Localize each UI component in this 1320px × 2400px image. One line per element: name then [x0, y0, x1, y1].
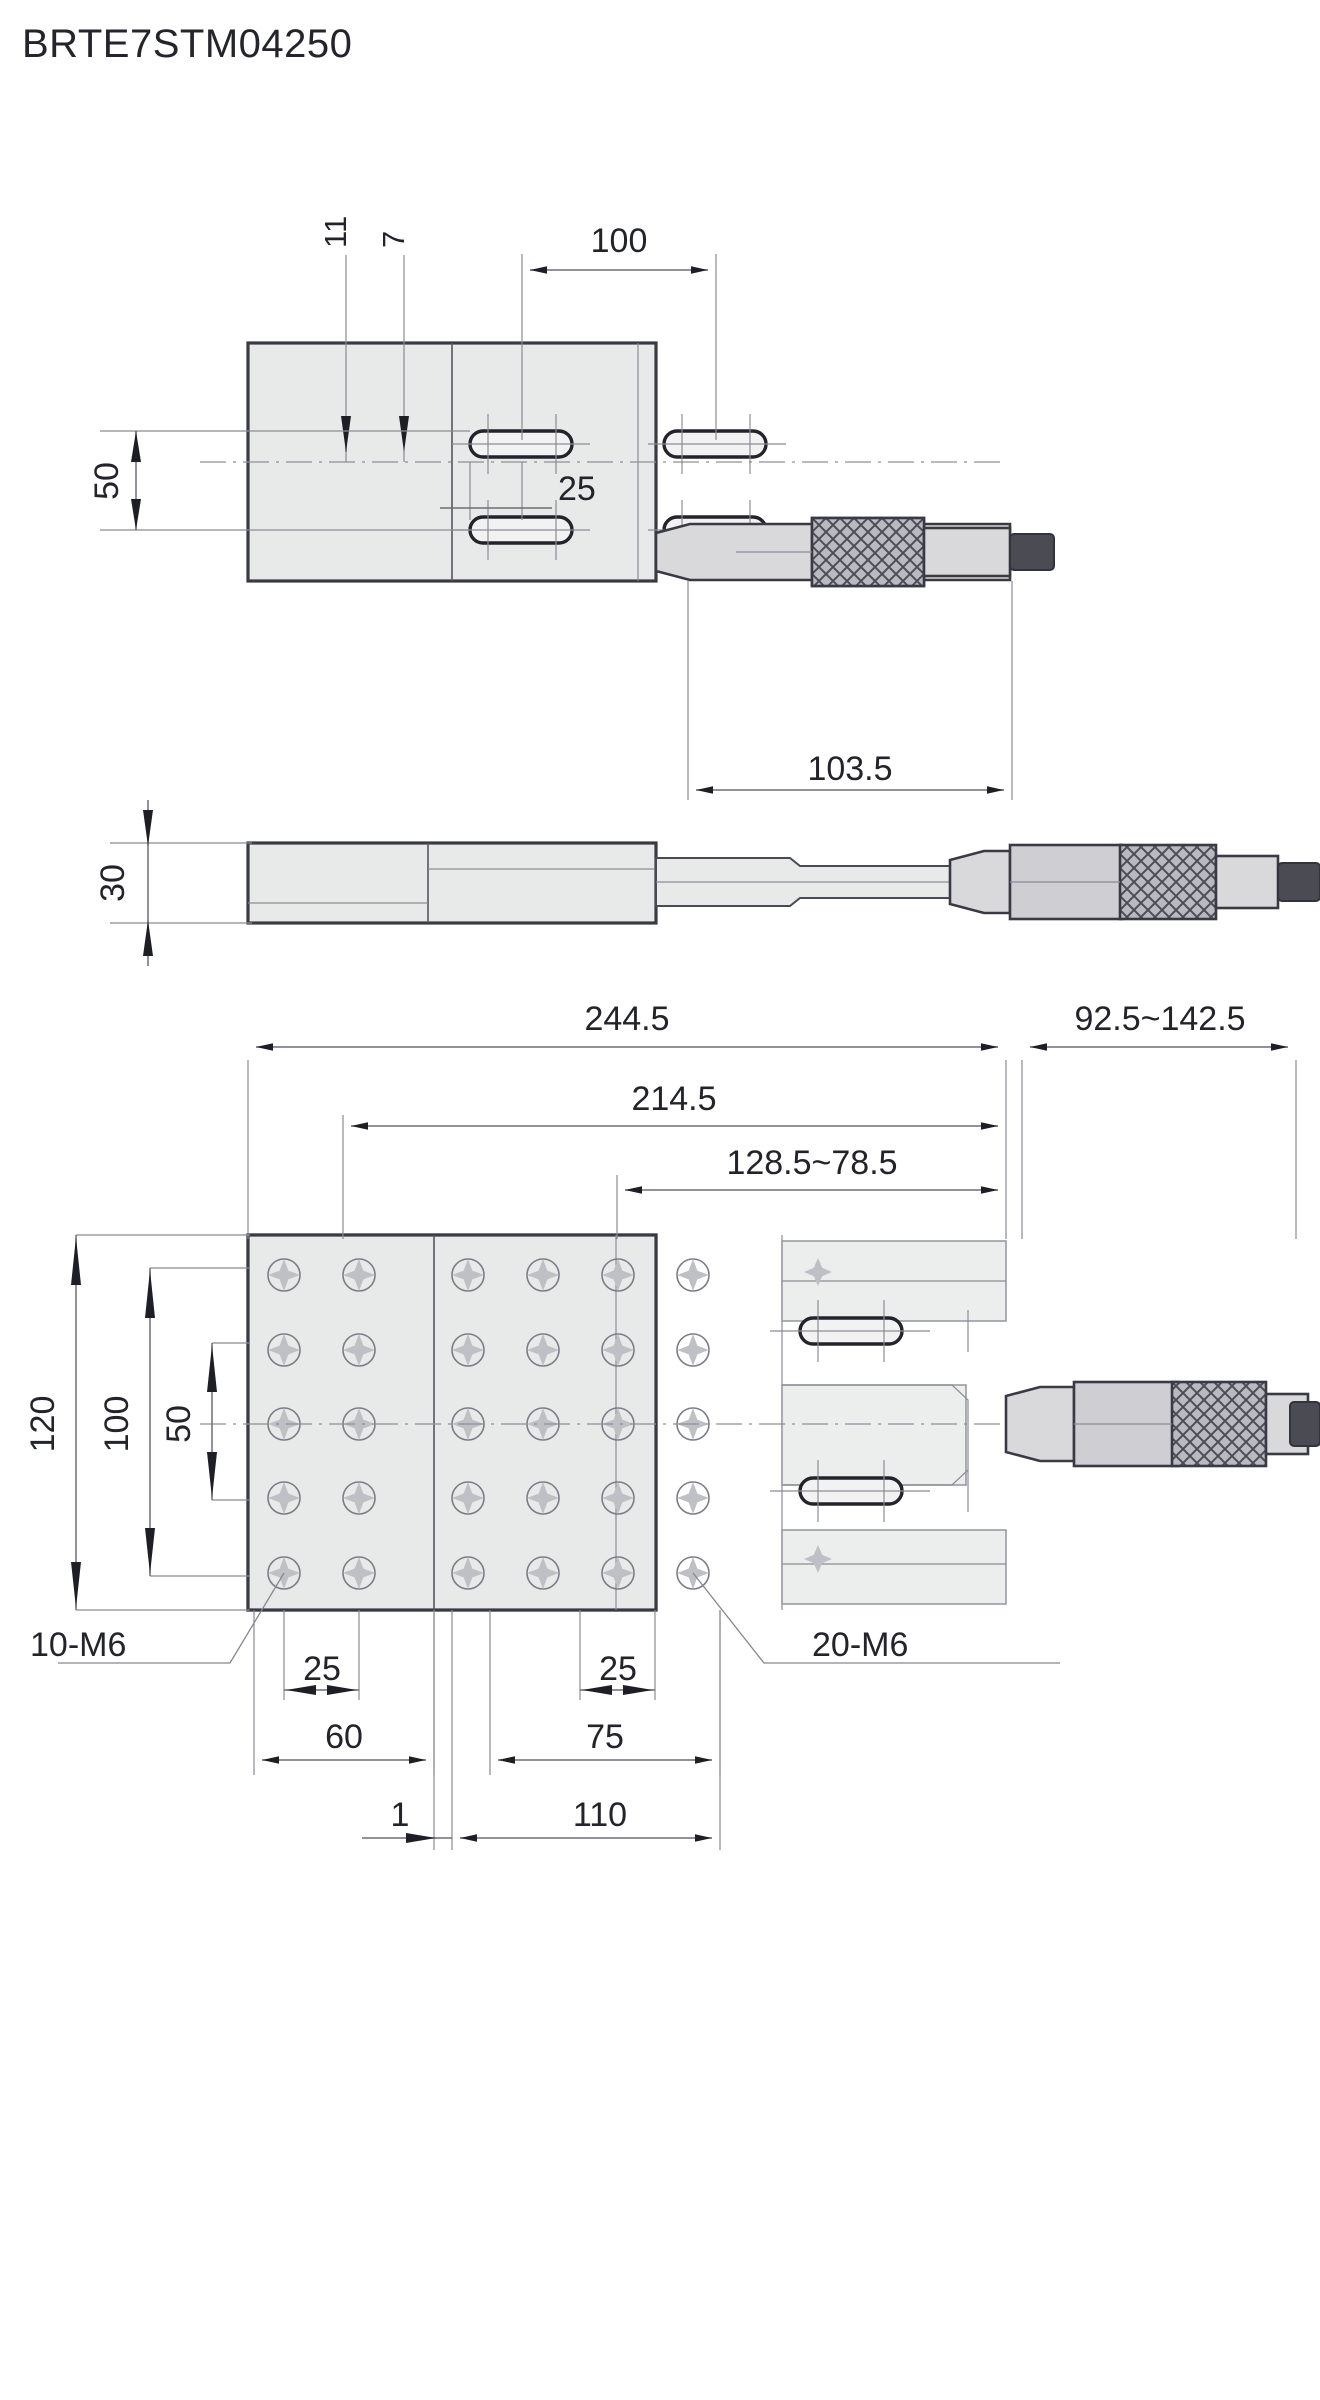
- dimension-244-5: 244.5: [247, 1000, 1007, 1239]
- dimension-25-top: 25: [440, 462, 596, 520]
- dimension-label-50-top: 50: [88, 462, 126, 500]
- dimension-7: 7: [376, 231, 411, 462]
- tap-hole: [526, 1258, 560, 1292]
- tap-hole: [267, 1258, 301, 1292]
- tap-hole: [526, 1407, 560, 1441]
- micrometer-tip: [1009, 533, 1055, 571]
- dimension-103-5: 103.5: [687, 581, 1013, 800]
- dimension-214-5: 214.5: [342, 1080, 998, 1239]
- tap-hole: [676, 1333, 710, 1367]
- tap-hole: [526, 1481, 560, 1515]
- tap-hole: [526, 1333, 560, 1367]
- dimension-30: 30: [94, 800, 252, 966]
- dimension-label-92-5-142-5: 92.5~142.5: [1074, 1000, 1245, 1038]
- tap-hole: [342, 1481, 376, 1515]
- dimension-label-30: 30: [94, 864, 132, 902]
- dimension-128-5-78-5: 128.5~78.5: [616, 1144, 998, 1239]
- dimension-label-20-M6: 20-M6: [812, 1626, 908, 1664]
- side-view-micrometer-head: [948, 843, 1320, 921]
- dimension-label-60: 60: [325, 1718, 363, 1756]
- dimension-label-100-bottom: 100: [98, 1396, 136, 1453]
- callout-10-M6: 10-M6: [30, 1572, 285, 1664]
- dimension-label-1: 1: [391, 1796, 410, 1834]
- dimension-label-100-top: 100: [591, 222, 648, 260]
- tapped-hole-grid: [267, 1258, 710, 1590]
- dimension-label-7: 7: [376, 231, 411, 248]
- tap-hole: [601, 1258, 635, 1292]
- tap-hole: [526, 1556, 560, 1590]
- knurled-grip: [810, 516, 926, 588]
- dimension-label-25-top: 25: [558, 470, 596, 508]
- dimension-label-50-bottom: 50: [160, 1405, 198, 1443]
- dimension-label-10-M6: 10-M6: [30, 1626, 126, 1664]
- dimension-50-bottom: 50: [160, 1342, 250, 1501]
- callout-20-M6: 20-M6: [692, 1572, 1060, 1664]
- dimension-label-110: 110: [573, 1796, 627, 1834]
- front-side-view: 30: [94, 800, 1320, 966]
- bottom-plan-view: 244.5 92.5~142.5 214.5 128.5~78.5: [24, 1000, 1320, 1850]
- dimension-11: 11: [318, 216, 353, 462]
- bottom-view-micrometer-head: [1004, 1380, 1320, 1468]
- dimension-25-left: 25: [283, 1610, 360, 1700]
- dimension-1: 1: [362, 1610, 453, 1850]
- dimension-25-right: 25: [579, 1610, 656, 1700]
- dimension-100-bottom: 100: [98, 1267, 250, 1577]
- tap-hole: [451, 1333, 485, 1367]
- tap-hole: [676, 1258, 710, 1292]
- tap-hole: [601, 1481, 635, 1515]
- dimension-100-top: 100: [521, 222, 717, 440]
- tap-hole: [342, 1407, 376, 1441]
- dimension-label-25-right: 25: [599, 1650, 637, 1688]
- dimension-label-214-5: 214.5: [631, 1080, 716, 1118]
- tap-hole: [601, 1333, 635, 1367]
- tap-hole: [267, 1333, 301, 1367]
- dimension-label-120: 120: [24, 1396, 62, 1453]
- dimension-60: 60: [253, 1610, 435, 1775]
- dimension-120: 120: [24, 1234, 250, 1611]
- tap-hole: [342, 1258, 376, 1292]
- top-view: 11 7 100 25 50: [88, 216, 1055, 800]
- tap-hole: [451, 1258, 485, 1292]
- dimension-92-5-142-5: 92.5~142.5: [1021, 1000, 1297, 1239]
- bottom-view-moving-stage: [770, 1240, 1007, 1605]
- dimension-label-25-left: 25: [303, 1650, 341, 1688]
- top-view-micrometer-head: [654, 516, 1055, 588]
- tap-hole: [451, 1556, 485, 1590]
- tap-hole: [451, 1481, 485, 1515]
- tap-hole: [601, 1407, 635, 1441]
- tap-hole: [342, 1556, 376, 1590]
- tap-hole: [267, 1481, 301, 1515]
- dimension-label-128-5-78-5: 128.5~78.5: [726, 1144, 897, 1182]
- tap-hole: [676, 1481, 710, 1515]
- dimension-label-11: 11: [318, 216, 353, 248]
- dimension-label-75: 75: [586, 1718, 624, 1756]
- tap-hole: [601, 1556, 635, 1590]
- dimension-50-top: 50: [88, 430, 470, 531]
- dimension-label-103-5: 103.5: [807, 750, 892, 788]
- page-title: BRTE7STM04250: [22, 22, 353, 66]
- dimension-label-244-5: 244.5: [584, 1000, 669, 1038]
- tap-hole: [342, 1333, 376, 1367]
- dimension-110: 110: [460, 1610, 721, 1850]
- side-view-body: [246, 841, 658, 925]
